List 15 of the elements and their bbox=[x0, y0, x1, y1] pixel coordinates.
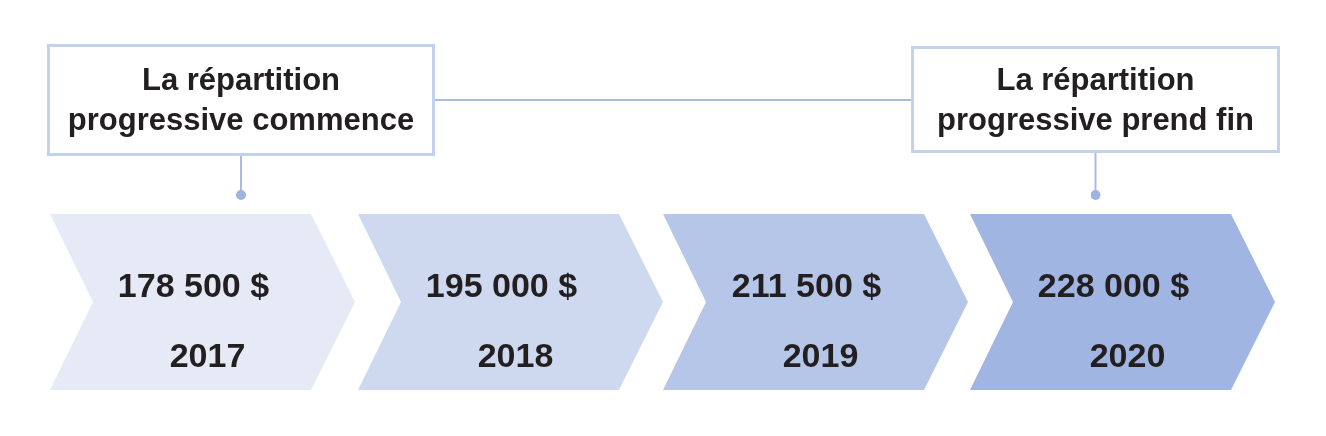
leader-line bbox=[236, 155, 246, 200]
year-text: 2019 bbox=[782, 335, 859, 375]
year-text: 2020 bbox=[1089, 335, 1166, 375]
connector-line bbox=[434, 99, 912, 101]
leader-line bbox=[1090, 152, 1101, 200]
amount-text: 195 000 $ bbox=[425, 265, 578, 305]
amount-text: 228 000 $ bbox=[1037, 265, 1190, 305]
callout-text: La répartition progressive commence bbox=[66, 61, 416, 139]
amount-text: 211 500 $ bbox=[731, 265, 882, 305]
year-text: 2018 bbox=[477, 335, 554, 375]
amount-text: 178 500 $ bbox=[117, 265, 270, 305]
year-text: 2017 bbox=[169, 335, 246, 375]
callout-box bbox=[911, 46, 1280, 153]
callout-box bbox=[47, 44, 435, 156]
callout-text: La répartition progressive prend fin bbox=[936, 60, 1255, 139]
